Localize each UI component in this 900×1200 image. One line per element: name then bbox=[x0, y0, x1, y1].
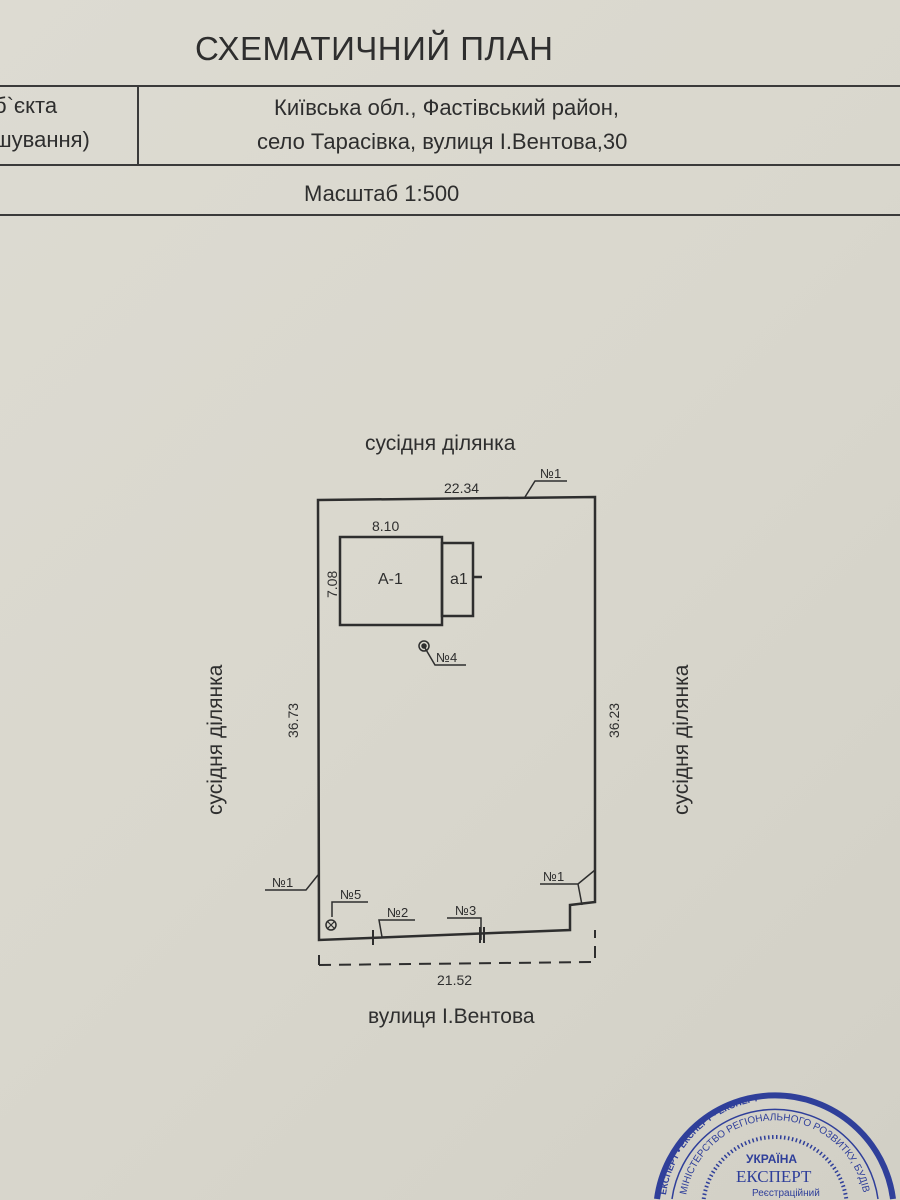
marker-n1-right: №1 bbox=[543, 869, 564, 884]
marker-n4: №4 bbox=[436, 650, 457, 665]
table-divider bbox=[0, 164, 900, 166]
top-neighbor-label: сусідня ділянка bbox=[365, 432, 516, 455]
stamp-country: УКРАЇНА bbox=[746, 1151, 797, 1166]
stamp-outer-circle bbox=[654, 1092, 896, 1200]
building-main-label: А-1 bbox=[378, 571, 403, 588]
street-line bbox=[318, 930, 596, 966]
marker-n3: №3 bbox=[455, 903, 476, 918]
stamp-dotted-circle bbox=[701, 1135, 849, 1200]
marker-n5: №5 bbox=[340, 887, 361, 902]
stamp-bottom: Реєстраційний bbox=[752, 1188, 820, 1199]
street-label: вулиця І.Вентова bbox=[368, 1005, 535, 1028]
n3-leader bbox=[447, 917, 482, 940]
building-width: 8.10 bbox=[372, 518, 399, 534]
marker-n1-top: №1 bbox=[540, 466, 561, 481]
n1-right-leader bbox=[540, 869, 596, 906]
marker-n2: №2 bbox=[387, 905, 408, 920]
right-neighbor-label: сусідня ділянка bbox=[670, 664, 693, 815]
n4-leader bbox=[424, 647, 466, 666]
n4-marker-icon bbox=[418, 640, 430, 652]
n5-marker-icon bbox=[325, 919, 337, 931]
stamp-center: ЕКСПЕРТ bbox=[736, 1167, 812, 1186]
dim-top: 22.34 bbox=[444, 480, 479, 496]
building-a1-annex bbox=[440, 541, 475, 618]
left-neighbor-label: сусідня ділянка bbox=[204, 664, 227, 815]
building-annex-label: а1 bbox=[450, 571, 468, 588]
stamp-inner-circle bbox=[671, 1108, 879, 1200]
dim-right: 36.23 bbox=[606, 703, 622, 738]
object-label-line2: шування) bbox=[0, 127, 90, 152]
n5-leader bbox=[331, 901, 368, 917]
table-divider bbox=[0, 85, 900, 87]
table-divider bbox=[137, 85, 139, 165]
address-line2: село Тарасівка, вулиця І.Вентова,30 bbox=[257, 129, 628, 154]
scale-label: Масштаб 1:500 bbox=[304, 181, 460, 206]
table-divider bbox=[0, 214, 900, 216]
n1-top-leader bbox=[524, 480, 567, 498]
page-title: СХЕМАТИЧНИЙ ПЛАН bbox=[195, 30, 554, 67]
n1-left-leader bbox=[265, 874, 319, 891]
object-label-line1: б`єкта bbox=[0, 93, 58, 118]
dim-left: 36.73 bbox=[285, 703, 301, 738]
building-depth: 7.08 bbox=[324, 571, 340, 598]
address-line1: Київська обл., Фастівський район, bbox=[274, 95, 619, 120]
plot-boundary bbox=[316, 495, 597, 942]
dim-bottom: 21.52 bbox=[437, 972, 472, 988]
marker-n1-left: №1 bbox=[272, 875, 293, 890]
n2-leader bbox=[378, 919, 415, 938]
